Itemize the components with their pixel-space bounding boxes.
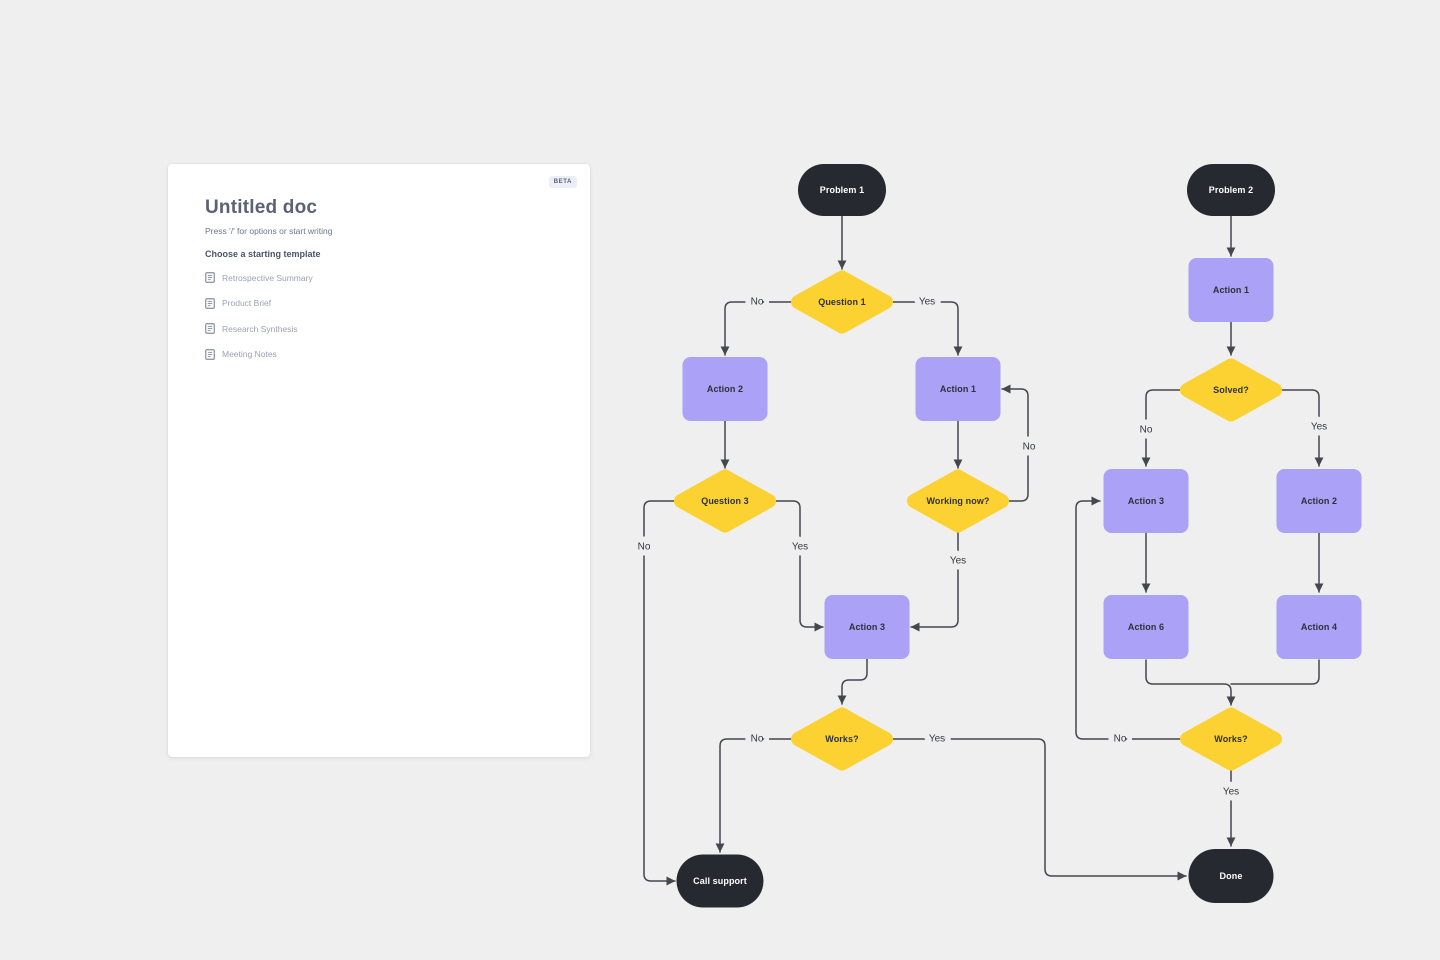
template-item-retrospective-summary[interactable]: Retrospective Summary [205, 265, 570, 291]
node-problem-1[interactable]: Problem 1 [798, 164, 886, 216]
edge-action4-merge[interactable] [1230, 659, 1320, 685]
edge-label-workingnow-yes-action3: Yes [950, 556, 966, 567]
edge-label-works-no-callsupport: No [751, 734, 764, 745]
edge-workingnow-yes-action3[interactable]: Yes [910, 532, 972, 632]
template-item-meeting-notes[interactable]: Meeting Notes [205, 342, 570, 368]
node-works-right[interactable]: Works? [1180, 707, 1282, 771]
doc-placeholder-hint: Press '/' for options or start writing [205, 226, 333, 236]
node-works-left[interactable]: Works? [791, 707, 893, 771]
edge-label-workingnow-no-action1: No [1023, 442, 1036, 453]
node-label: Question 3 [701, 496, 749, 506]
node-action-6[interactable]: Action 6 [1103, 595, 1189, 659]
node-label: Problem 2 [1209, 185, 1253, 195]
node-label: Action 2 [707, 384, 743, 394]
node-action-2-left[interactable]: Action 2 [682, 357, 768, 421]
node-label: Question 1 [818, 297, 866, 307]
node-label: Done [1220, 871, 1243, 881]
node-label: Problem 1 [820, 185, 864, 195]
node-label: Action 3 [1128, 496, 1164, 506]
edge-label-question1-no-action2: No [751, 297, 764, 308]
document-icon [205, 348, 215, 360]
edge-solved-yes-action2[interactable]: Yes [1281, 389, 1333, 467]
document-icon [205, 297, 215, 309]
edge-label-solved-no-action3: No [1140, 425, 1153, 436]
edge-works2-yes-done[interactable]: Yes [1217, 769, 1245, 847]
edge-label-works-yes-done: Yes [929, 734, 945, 745]
node-label: Works? [825, 734, 858, 744]
node-action-3-right[interactable]: Action 3 [1103, 469, 1189, 533]
node-call-support[interactable]: Call support [676, 854, 764, 908]
node-question-1[interactable]: Question 1 [791, 270, 893, 334]
node-working-now[interactable]: Working now? [907, 469, 1009, 533]
node-label: Action 3 [849, 622, 885, 632]
edge-solved-no-action3[interactable]: No [1134, 389, 1181, 467]
node-label: Action 1 [1213, 285, 1249, 295]
node-action-2-right[interactable]: Action 2 [1276, 469, 1362, 533]
edge-label-question3-no-callsupport: No [638, 542, 651, 553]
edge-question1-no-action2[interactable]: No [720, 291, 792, 356]
node-label: Call support [693, 876, 747, 886]
node-label: Action 6 [1128, 622, 1164, 632]
edge-workingnow-no-action1[interactable]: No [1001, 384, 1042, 502]
document-icon [205, 272, 215, 284]
node-label: Action 2 [1301, 496, 1337, 506]
edge-action6-merge-works[interactable] [1145, 659, 1236, 706]
node-label: Solved? [1213, 385, 1249, 395]
node-action-3-left[interactable]: Action 3 [824, 595, 910, 659]
edge-works-no-callsupport[interactable]: No [715, 728, 792, 853]
edge-question1-yes-action1[interactable]: Yes [892, 291, 963, 356]
node-done[interactable]: Done [1188, 849, 1274, 903]
node-action-4[interactable]: Action 4 [1276, 595, 1362, 659]
doc-panel: BETA Untitled doc Press '/' for options … [168, 164, 590, 757]
edge-question3-no-callsupport[interactable]: No [632, 500, 676, 886]
edge-label-solved-yes-action2: Yes [1311, 422, 1327, 433]
edge-works-yes-done[interactable]: Yes [892, 728, 1187, 881]
template-item-label: Meeting Notes [222, 349, 277, 360]
node-solved[interactable]: Solved? [1180, 358, 1282, 422]
edge-question3-yes-action3[interactable]: Yes [775, 500, 824, 632]
node-problem-2[interactable]: Problem 2 [1187, 164, 1275, 216]
template-item-label: Product Brief [222, 298, 272, 309]
template-heading: Choose a starting template [205, 249, 321, 259]
node-label: Action 4 [1301, 622, 1337, 632]
template-item-label: Research Synthesis [222, 323, 298, 334]
node-action-1-right[interactable]: Action 1 [1188, 258, 1274, 322]
doc-title[interactable]: Untitled doc [205, 197, 318, 218]
node-label: Working now? [926, 496, 989, 506]
beta-badge: BETA [548, 176, 577, 188]
template-item-product-brief[interactable]: Product Brief [205, 291, 570, 317]
document-icon [205, 323, 215, 335]
edge-action3-to-works[interactable] [837, 658, 868, 705]
node-question-3[interactable]: Question 3 [674, 469, 776, 533]
node-label: Action 1 [940, 384, 976, 394]
edge-label-question1-yes-action1: Yes [919, 297, 935, 308]
template-item-research-synthesis[interactable]: Research Synthesis [205, 316, 570, 342]
edge-label-question3-yes-action3: Yes [792, 542, 808, 553]
node-label: Works? [1214, 734, 1247, 744]
node-action-1-left[interactable]: Action 1 [915, 357, 1001, 421]
template-item-label: Retrospective Summary [222, 272, 313, 283]
edge-label-works2-yes-done: Yes [1223, 787, 1239, 798]
edge-label-works2-no-action3: No [1114, 734, 1127, 745]
